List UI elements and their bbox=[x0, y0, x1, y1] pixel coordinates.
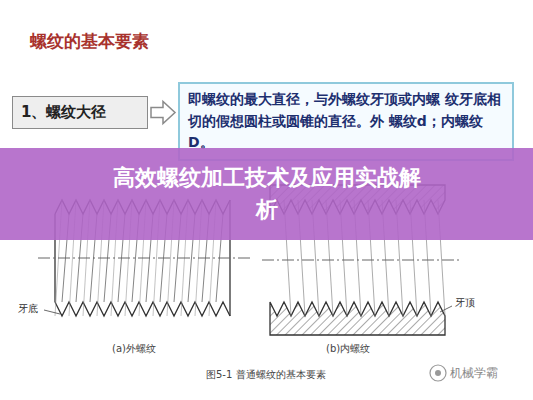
leader-line bbox=[440, 306, 452, 312]
sub-caption: (a)外螺纹 bbox=[112, 342, 156, 356]
node-text: 1、螺纹大径 bbox=[21, 103, 139, 122]
part-label: 牙底 bbox=[18, 302, 38, 316]
center-line bbox=[262, 260, 462, 261]
node-text: 即螺纹的最大直径，与外螺纹牙顶或内螺 纹牙底相切的假想圆柱或圆锥的直径。外 螺纹… bbox=[188, 89, 504, 154]
center-line bbox=[38, 258, 252, 259]
sub-caption: (b)内螺纹 bbox=[326, 342, 370, 356]
hollow-arrow bbox=[151, 102, 175, 124]
label-box: 1、螺纹大径 bbox=[12, 96, 148, 129]
node-text: 高效螺纹加工技术及应用实战解析 bbox=[111, 162, 423, 226]
title-band: 高效螺纹加工技术及应用实战解析 bbox=[0, 148, 533, 240]
watermark-icon bbox=[430, 365, 446, 381]
watermark-icon bbox=[435, 370, 441, 376]
watermark: 机械学霸 bbox=[450, 365, 498, 382]
leader-line bbox=[44, 310, 60, 314]
part-label: 牙顶 bbox=[455, 296, 475, 310]
title: 螺纹的基本要素 bbox=[30, 30, 149, 53]
caption: 图5-1 普通螺纹的基本要素 bbox=[206, 368, 326, 382]
